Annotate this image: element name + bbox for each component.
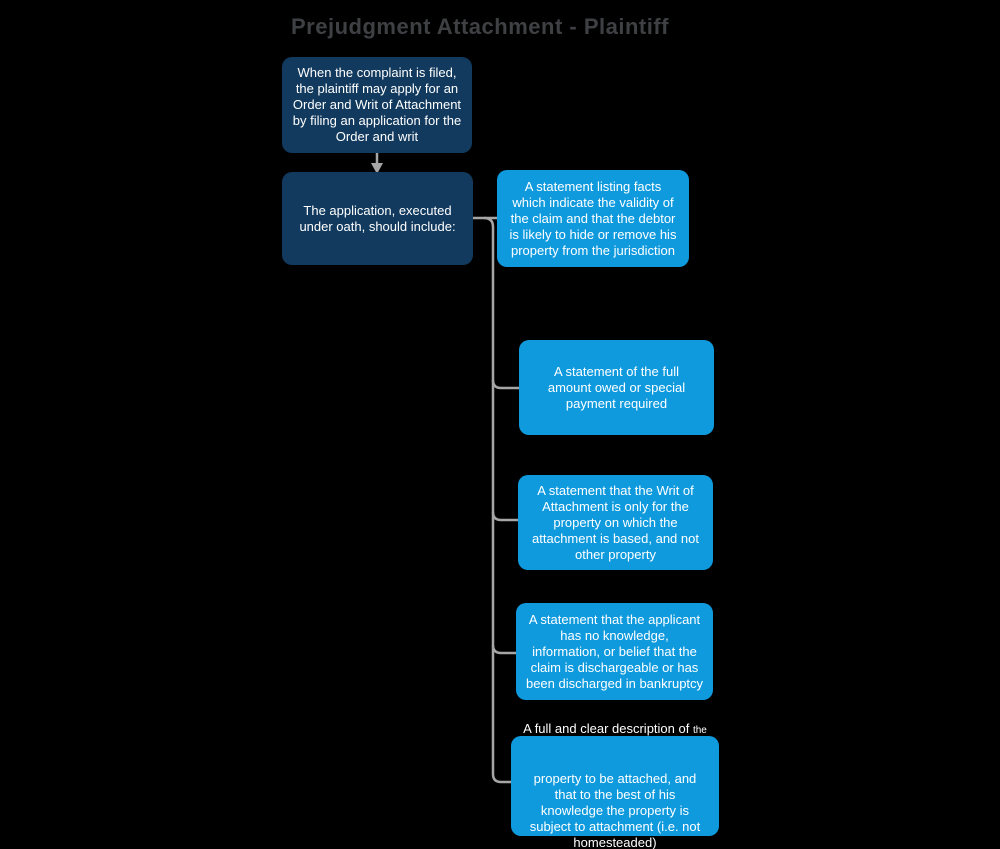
node-application-oath: The application, executed under oath, sh… bbox=[282, 172, 473, 265]
node-text: A statement of the full amount owed or s… bbox=[547, 363, 686, 411]
branch-requirement-4 bbox=[491, 644, 516, 655]
node-line-1: A full and clear description of the bbox=[523, 721, 707, 739]
node-property-description: A full and clear description of the prop… bbox=[511, 721, 719, 849]
node-statement-no-knowledge: A statement that the applicant has no kn… bbox=[516, 603, 713, 700]
node-statement-facts: A statement listing facts which indicate… bbox=[497, 170, 689, 267]
branch-requirement-3 bbox=[491, 511, 518, 522]
node-text: The application, executed under oath, sh… bbox=[299, 202, 456, 234]
node-rest-lines: property to be attached, and that to the… bbox=[529, 771, 701, 849]
node-text: When the complaint is filed, the plainti… bbox=[292, 65, 462, 144]
connector-trunk bbox=[483, 216, 511, 784]
node-line-1-main: A full and clear description of bbox=[523, 721, 693, 736]
diagram-title: Prejudgment Attachment - Plaintiff bbox=[291, 14, 669, 39]
node-line-1-small: the bbox=[692, 725, 707, 736]
node-text: A statement that the applicant has no kn… bbox=[525, 611, 704, 691]
node-statement-amount: A statement of the full amount owed or s… bbox=[519, 340, 714, 435]
node-text: A statement listing facts which indicate… bbox=[509, 178, 677, 258]
node-complaint-filed: When the complaint is filed, the plainti… bbox=[282, 57, 472, 153]
node-statement-writ-scope: A statement that the Writ of Attachment … bbox=[518, 475, 713, 570]
node-text: A statement that the Writ of Attachment … bbox=[532, 482, 699, 562]
branch-requirement-2 bbox=[491, 379, 519, 390]
node-text: A full and clear description of the prop… bbox=[523, 689, 707, 849]
